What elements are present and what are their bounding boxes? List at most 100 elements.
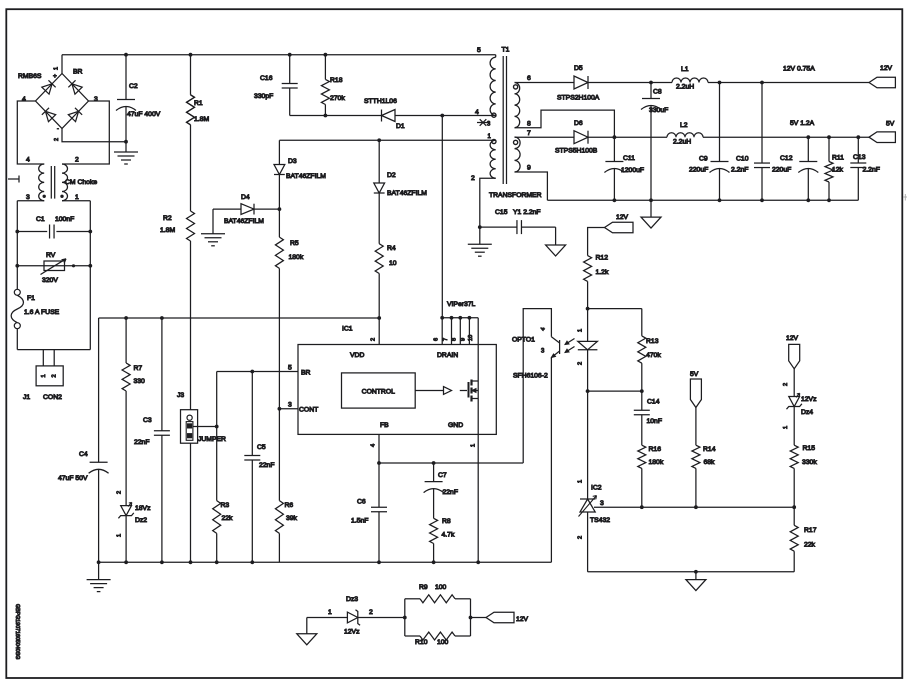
svg-text:2: 2 xyxy=(578,536,584,539)
svg-text:1.2k: 1.2k xyxy=(596,269,609,276)
svg-text:C13: C13 xyxy=(853,154,866,161)
svg-text:R3: R3 xyxy=(221,502,230,509)
svg-text:C11: C11 xyxy=(623,155,635,162)
svg-text:C14: C14 xyxy=(647,399,660,406)
svg-text:2: 2 xyxy=(371,338,377,341)
svg-text:22nF: 22nF xyxy=(443,489,459,496)
svg-text:2: 2 xyxy=(783,383,789,386)
svg-text:2: 2 xyxy=(54,138,60,141)
svg-text:2: 2 xyxy=(117,491,123,494)
svg-text:12Vz: 12Vz xyxy=(344,629,360,636)
svg-text:C10: C10 xyxy=(736,156,749,163)
svg-text:2: 2 xyxy=(471,175,475,182)
svg-text:C2: C2 xyxy=(129,83,138,90)
svg-text:R12: R12 xyxy=(596,255,609,262)
svg-text:8: 8 xyxy=(527,121,531,128)
svg-text:SFH6106-2: SFH6106-2 xyxy=(513,373,548,380)
svg-text:2: 2 xyxy=(75,157,79,164)
svg-text:180k: 180k xyxy=(649,459,664,466)
svg-text:3: 3 xyxy=(541,349,545,355)
svg-text:TS432: TS432 xyxy=(590,517,610,524)
svg-text:L2: L2 xyxy=(680,122,688,129)
svg-text:C4: C4 xyxy=(79,451,88,458)
svg-text:R8: R8 xyxy=(442,518,451,525)
svg-text:C8: C8 xyxy=(653,89,662,96)
svg-text:1.8M: 1.8M xyxy=(194,116,209,123)
svg-text:RV: RV xyxy=(46,252,56,259)
svg-text:2.2nF: 2.2nF xyxy=(731,167,748,174)
svg-text:5V: 5V xyxy=(690,371,699,378)
svg-text:22k: 22k xyxy=(804,542,816,549)
svg-text:R6: R6 xyxy=(285,502,294,509)
svg-text:CONTROL: CONTROL xyxy=(362,389,395,396)
svg-text:1.8M: 1.8M xyxy=(160,227,175,234)
svg-text:330k: 330k xyxy=(802,459,817,466)
svg-text:RMB6S: RMB6S xyxy=(18,73,42,80)
svg-text:18Vz: 18Vz xyxy=(135,505,151,512)
svg-text:3: 3 xyxy=(26,194,30,201)
svg-text:10: 10 xyxy=(389,260,397,267)
svg-text:JUMPER: JUMPER xyxy=(198,436,226,443)
svg-text:J3: J3 xyxy=(177,392,184,399)
svg-text:2: 2 xyxy=(578,362,584,365)
svg-text:1: 1 xyxy=(488,134,492,140)
svg-text:STTH1L06: STTH1L06 xyxy=(364,98,397,105)
svg-text:VDD: VDD xyxy=(350,352,364,359)
svg-text:C3: C3 xyxy=(143,417,152,424)
svg-text:C7: C7 xyxy=(438,472,447,479)
svg-text:47uF 400V: 47uF 400V xyxy=(127,111,161,118)
svg-text:IC1: IC1 xyxy=(342,326,353,333)
svg-text:2: 2 xyxy=(52,374,58,377)
svg-text:320V: 320V xyxy=(42,277,58,284)
svg-text:4: 4 xyxy=(540,327,547,332)
svg-text:Dz2: Dz2 xyxy=(135,517,147,524)
svg-text:3: 3 xyxy=(288,402,292,409)
svg-text:STPS5H100B: STPS5H100B xyxy=(555,148,598,155)
svg-text:1: 1 xyxy=(783,426,789,429)
svg-text:22nF: 22nF xyxy=(259,462,275,469)
svg-text:1: 1 xyxy=(75,194,79,201)
svg-text:T1: T1 xyxy=(502,47,510,54)
svg-text:3: 3 xyxy=(94,96,98,103)
svg-text:470k: 470k xyxy=(646,352,661,359)
svg-text:BR: BR xyxy=(301,370,311,377)
svg-text:-: - xyxy=(57,126,59,132)
svg-text:Dz4: Dz4 xyxy=(801,409,813,416)
svg-text:1200uF: 1200uF xyxy=(621,167,644,174)
svg-text:10: 10 xyxy=(468,335,474,341)
svg-text:12V: 12V xyxy=(786,335,799,342)
svg-text:D4: D4 xyxy=(241,194,250,201)
svg-text:D1: D1 xyxy=(396,123,405,130)
svg-text:R2: R2 xyxy=(163,215,172,222)
svg-text:C6: C6 xyxy=(357,499,366,506)
svg-text:330pF: 330pF xyxy=(254,93,273,100)
svg-text:6: 6 xyxy=(527,75,531,82)
svg-text:OPTO1: OPTO1 xyxy=(512,337,535,344)
svg-text:4.7k: 4.7k xyxy=(442,532,455,539)
svg-text:100: 100 xyxy=(435,584,447,591)
svg-text:DRAIN: DRAIN xyxy=(437,352,458,359)
svg-text:39k: 39k xyxy=(286,515,298,522)
svg-text:BAT46ZFILM: BAT46ZFILM xyxy=(286,173,326,180)
svg-text:+: + xyxy=(53,73,57,80)
svg-text:VIPer37L: VIPer37L xyxy=(447,301,476,308)
svg-text:R10: R10 xyxy=(415,639,428,646)
svg-text:100nF: 100nF xyxy=(55,216,74,223)
svg-text:330uF: 330uF xyxy=(649,107,668,114)
svg-text:R5: R5 xyxy=(290,240,299,247)
svg-text:1.6 A FUSE: 1.6 A FUSE xyxy=(24,309,60,316)
svg-text:STPS2H100A: STPS2H100A xyxy=(557,95,600,102)
svg-text:1: 1 xyxy=(578,329,584,332)
svg-text:330: 330 xyxy=(134,378,146,385)
svg-text:9: 9 xyxy=(461,338,467,341)
svg-text:CON2: CON2 xyxy=(43,394,62,401)
svg-text:7: 7 xyxy=(527,130,531,137)
svg-text:R7: R7 xyxy=(134,365,143,372)
svg-text:4: 4 xyxy=(22,96,26,103)
svg-text:D6: D6 xyxy=(574,120,583,127)
svg-text:100: 100 xyxy=(437,639,449,646)
svg-text:R18: R18 xyxy=(330,77,343,84)
svg-text:Dz3: Dz3 xyxy=(346,596,358,603)
svg-text:2.2nF: 2.2nF xyxy=(863,167,880,174)
svg-text:CONT: CONT xyxy=(299,407,318,414)
